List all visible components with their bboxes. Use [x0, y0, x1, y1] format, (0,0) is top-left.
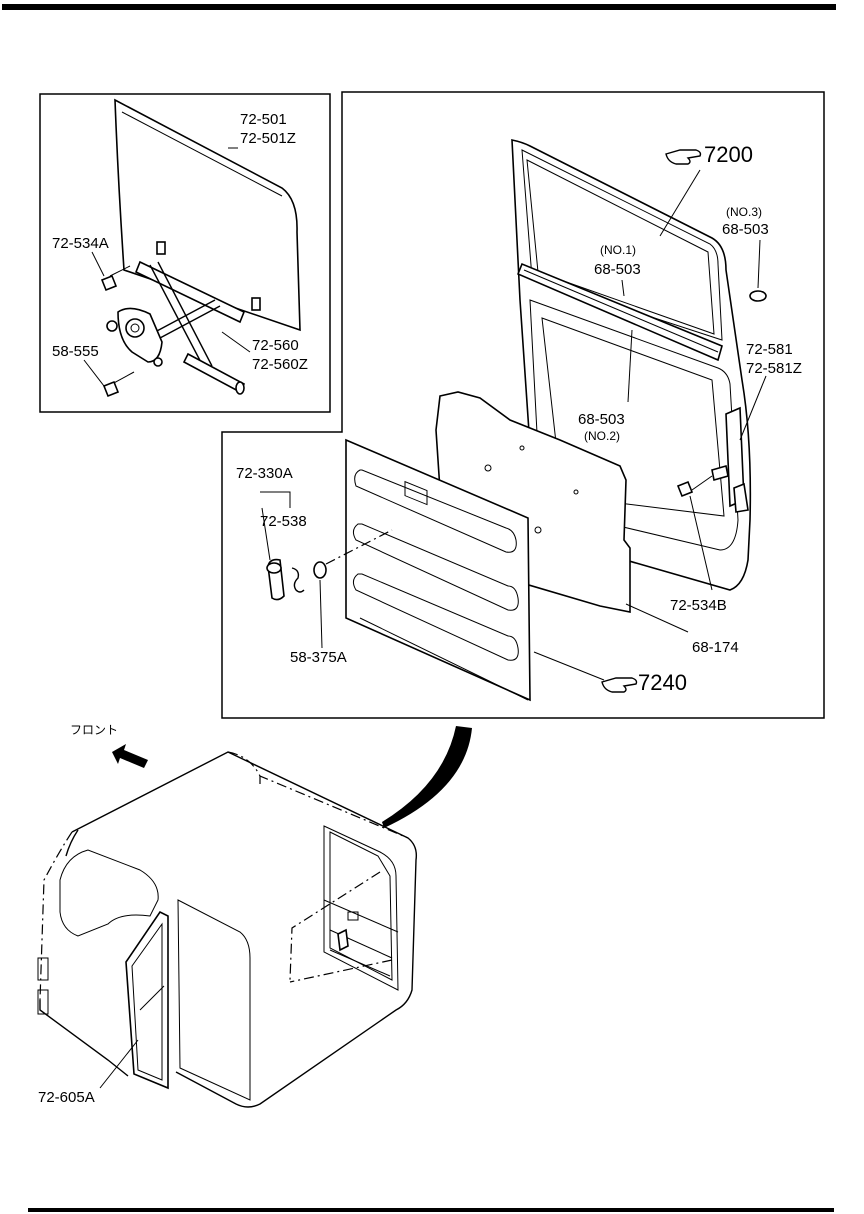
- label-72-501: 72-501: [240, 111, 287, 128]
- label-72-581: 72-581: [746, 341, 793, 358]
- label-72-581z: 72-581Z: [746, 360, 802, 377]
- top-rule: [2, 4, 836, 10]
- label-7240: 7240: [638, 670, 687, 695]
- ref-7240-link[interactable]: 7240: [601, 670, 687, 695]
- label-7200: 7200: [704, 142, 753, 167]
- bottom-rule: [28, 1208, 834, 1212]
- label-72-538: 72-538: [260, 513, 307, 530]
- label-no3: (NO.3): [726, 205, 762, 219]
- label-72-605a: 72-605A: [38, 1089, 95, 1106]
- label-72-534b: 72-534B: [670, 597, 727, 614]
- label-72-501z: 72-501Z: [240, 130, 296, 147]
- label-58-375a: 58-375A: [290, 649, 347, 666]
- label-68-503-no2: 68-503: [578, 411, 625, 428]
- label-no1: (NO.1): [600, 243, 636, 257]
- vehicle-overview: フロント 72-: [37, 723, 472, 1108]
- arrow-up-left-icon: [112, 744, 148, 768]
- trim-panel-7240: [345, 438, 531, 702]
- regulator-inset: 72-501 72-501Z 72-534A 58-555 72-560 72-…: [39, 93, 331, 413]
- seal-no1: [516, 262, 723, 362]
- label-68-503-no1: 68-503: [594, 261, 641, 278]
- label-front: フロント: [70, 723, 118, 737]
- label-no2: (NO.2): [584, 429, 620, 443]
- label-72-330a: 72-330A: [236, 465, 293, 482]
- pointing-hand-icon: [601, 677, 638, 693]
- pointing-hand-icon: [665, 149, 702, 165]
- ref-7200-link[interactable]: 7200: [665, 142, 753, 167]
- bolt-58-555-icon: [102, 371, 135, 398]
- bolt-72-534a-icon: [100, 265, 131, 292]
- spring-72-538-icon: [291, 567, 305, 593]
- label-72-534a: 72-534A: [52, 235, 109, 252]
- door-handle-72-330a-icon: [266, 558, 285, 601]
- door-inset: 7200 7240 (NO.3) 68-503 (NO.1) 68-503 72…: [221, 91, 825, 719]
- label-68-503-no3: 68-503: [722, 221, 769, 238]
- label-72-560: 72-560: [252, 337, 299, 354]
- seal-no3: [749, 290, 767, 302]
- label-68-174: 68-174: [692, 639, 739, 656]
- label-72-560z: 72-560Z: [252, 356, 308, 373]
- label-58-555: 58-555: [52, 343, 99, 360]
- washer-58-375a-icon: [313, 561, 327, 579]
